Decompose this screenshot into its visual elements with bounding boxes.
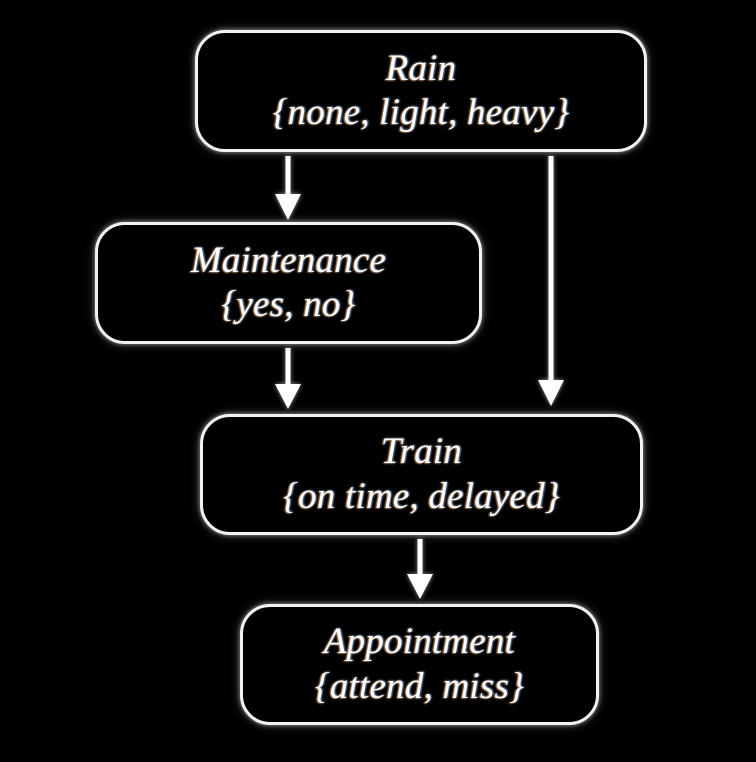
node-maintenance[interactable]: Maintenance {yes, no} [95, 222, 482, 344]
node-train[interactable]: Train {on time, delayed} [200, 414, 643, 535]
node-rain-states: {none, light, heavy} [272, 92, 570, 133]
node-train-states: {on time, delayed} [283, 475, 560, 517]
node-maintenance-states: {yes, no} [221, 284, 356, 325]
edge-rain-to-train-arrowhead [538, 380, 564, 406]
edge-rain-to-train [538, 156, 564, 406]
node-rain[interactable]: Rain {none, light, heavy} [195, 30, 647, 152]
edge-train-to-appointment-arrowhead [407, 574, 433, 599]
node-appointment-states: {attend, miss} [314, 665, 525, 707]
node-appointment[interactable]: Appointment {attend, miss} [240, 604, 599, 725]
node-train-label: Train [380, 431, 463, 473]
node-maintenance-label: Maintenance [190, 239, 387, 281]
node-rain-label: Rain [385, 47, 457, 89]
edge-rain-to-maintenance [275, 156, 301, 220]
edge-maintenance-to-train [275, 348, 301, 409]
node-appointment-label: Appointment [323, 621, 516, 663]
edge-rain-to-maintenance-arrowhead [275, 194, 301, 220]
edge-train-to-appointment [407, 539, 433, 599]
edge-maintenance-to-train-arrowhead [275, 384, 301, 409]
